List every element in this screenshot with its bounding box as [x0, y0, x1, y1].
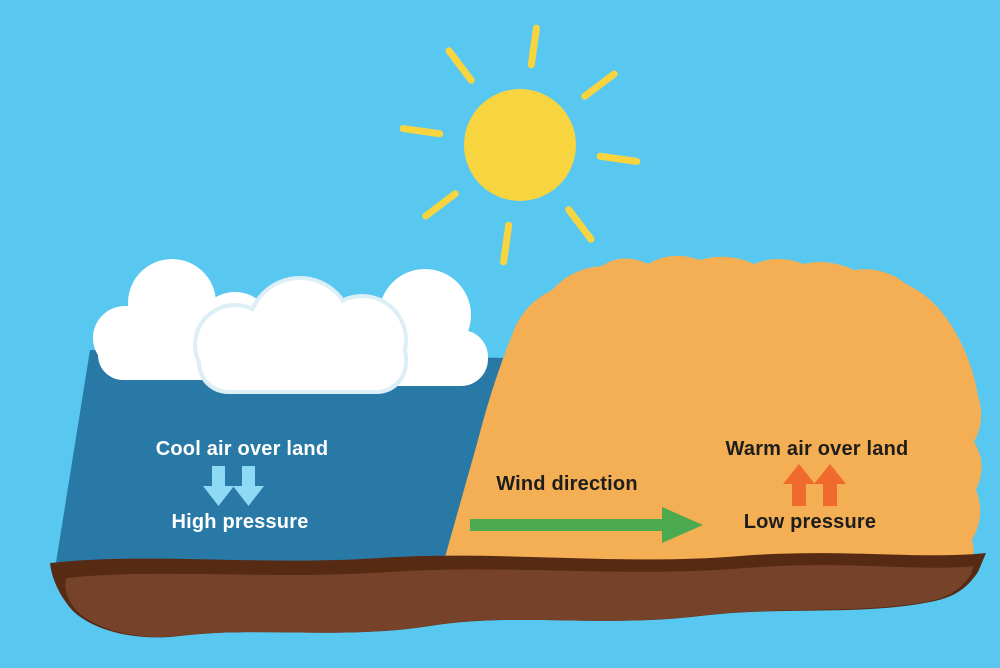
ground-body-layer [65, 565, 975, 638]
sun-ray [422, 190, 459, 220]
warm-air-label: Warm air over land [726, 438, 909, 460]
down-arrow-icon [203, 466, 234, 506]
down-arrow-icon [233, 466, 264, 506]
cloud-icon-middle [197, 280, 404, 390]
up-arrow-icon [814, 464, 846, 506]
high-pressure-label: High pressure [171, 511, 308, 533]
wind-direction-label: Wind direction [496, 473, 638, 495]
sun-ray [565, 206, 595, 243]
cloud-base [201, 331, 404, 390]
sun-ray [445, 47, 475, 84]
sun-rays [399, 24, 641, 266]
sun-core [464, 89, 576, 201]
cool-air-label: Cool air over land [156, 438, 329, 460]
sun-icon [399, 24, 641, 266]
sun-ray [527, 24, 540, 69]
sun-ray [500, 221, 513, 266]
cloud-puff [128, 259, 216, 347]
sun-ray [581, 70, 618, 100]
sun-ray [399, 125, 444, 138]
sun-ray [596, 152, 641, 165]
down-arrow-icons [203, 466, 264, 506]
cool-air-mass [54, 350, 510, 575]
warm-air-mass [440, 255, 982, 576]
ground [50, 553, 986, 638]
up-arrow-icons [783, 464, 846, 506]
right-arrow-icon [470, 507, 703, 543]
low-pressure-label: Low pressure [744, 511, 876, 533]
up-arrow-icon [783, 464, 815, 506]
clouds [93, 259, 488, 394]
